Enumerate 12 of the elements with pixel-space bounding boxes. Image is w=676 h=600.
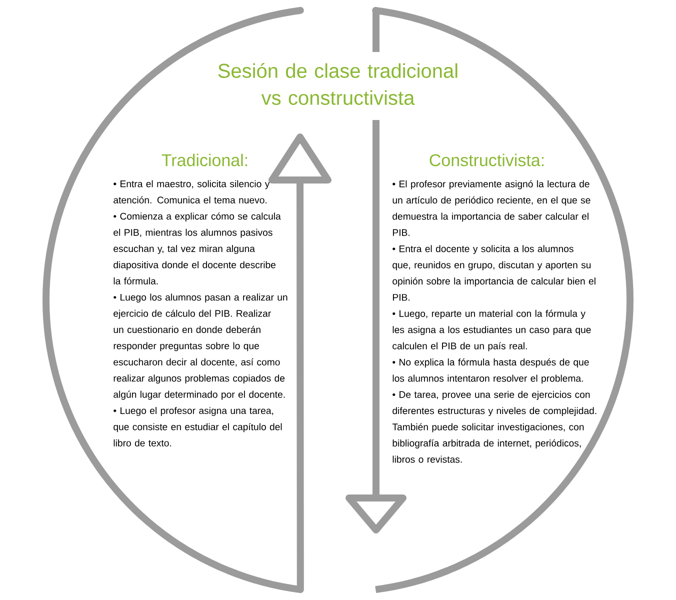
section-heading: Constructivista: [430,154,544,166]
bullet-text: • Comienza a explicar cómo se calcula el PIB, mientras los alumnos pasivos escuchan y, tal vez miran alguna diapositiva donde el docente describe la fórmula. [114,212,281,284]
bullet-text: • De tarea, provee una serie de ejercicios con diferentes estructuras y niveles de complejidad. También puede solicitar investigaciones, con bibliografía arbitrada de internet, periódicos, libros o revistas. [392,390,596,463]
section-heading: Tradicional: [162,154,248,166]
bullet-text: • El profesor previamente asignó la lectura de un artículo de periódico reciente, en el que se demuestra la importancia de saber calcular el PIB. [392,180,590,236]
bullet-text: • Luego los alumnos pasan a realizar un ejercicio de cálculo del PIB. Realizar un cuestionario en donde deberán responder preguntas sobre lo que escucharon decir al docente, así como realizar algunos problemas copiados de algún lugar determinado por el docente. [114,294,288,400]
bullet-text: • Entra el docente y solicita a los alumnos que, reunidos en grupo, discutan y aporten su opinión sobre la importancia de calcular bien el PIB. [392,245,596,301]
bullet-text: • No explica la fórmula hasta después de que los alumnos intentaron resolver el problema. [392,358,589,384]
bullet-text: • Entra el maestro, solicita silencio y atención. Comunica el tema nuevo. [114,180,270,204]
bullet-text: • Luego, reparte un material con la fórmula y les asigna a los estudiantes un caso para que calculen el PIB de un país real. [392,310,591,352]
title: Sesión de clase tradicional vs constructivista [218,63,458,105]
bullet-text: • Luego el profesor asigna una tarea, que consiste en estudiar el capítulo del libro de texto. [114,407,282,446]
